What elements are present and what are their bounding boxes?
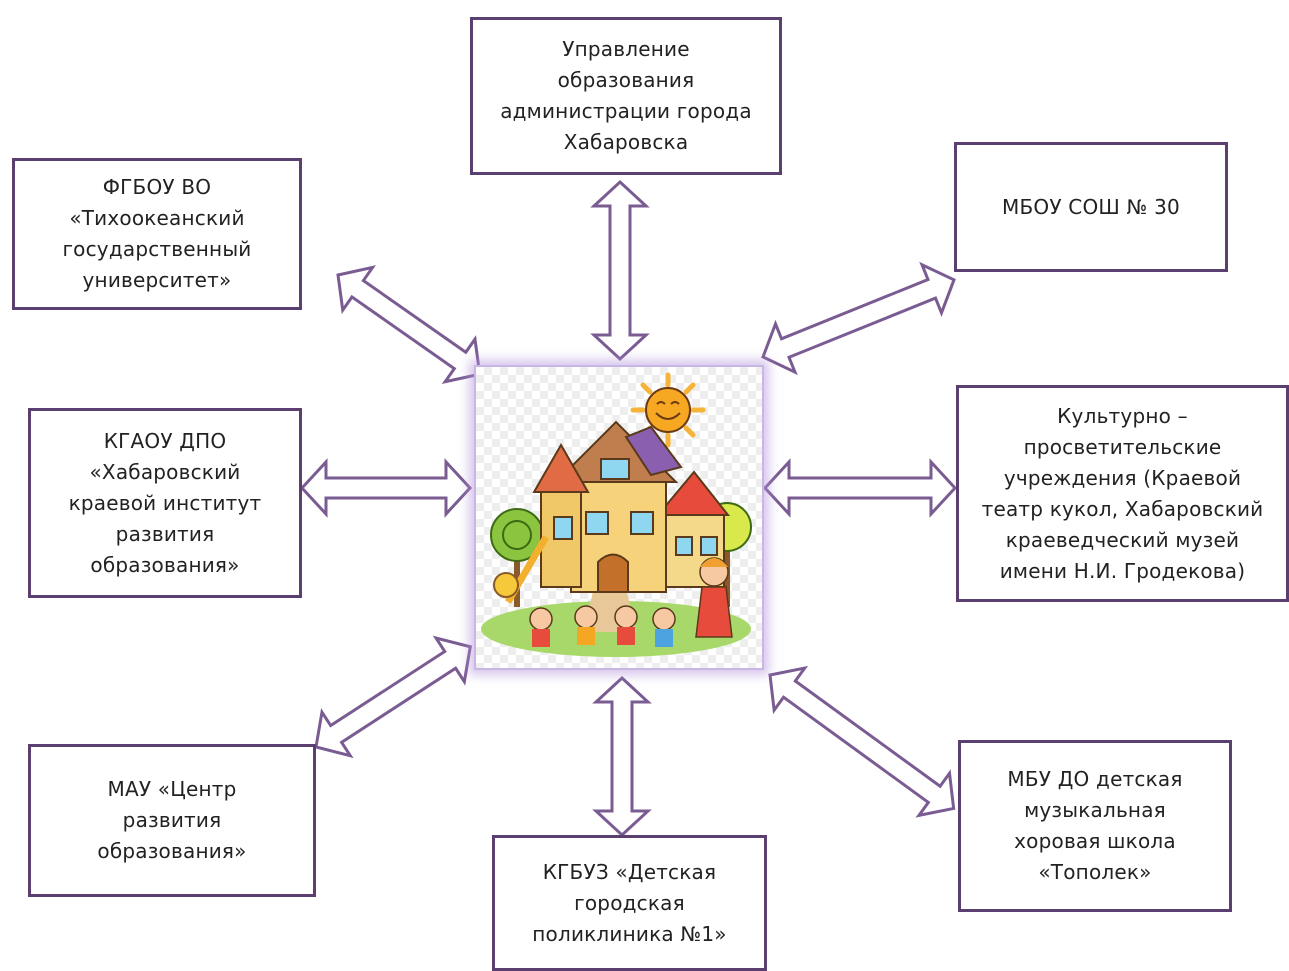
node-city-education-department: Управление образования администрации гор…: [470, 17, 782, 175]
node-label: МАУ «Центр развития образования»: [97, 777, 247, 863]
arrow-top: [590, 179, 650, 362]
node-label: Управление образования администрации гор…: [500, 37, 752, 154]
node-label: КГАОУ ДПО «Хабаровский краевой институт …: [68, 428, 262, 577]
node-children-polyclinic: КГБУЗ «Детская городская поликлиника №1»: [492, 835, 767, 971]
house-icon: [532, 420, 731, 593]
sun-icon: [630, 372, 706, 448]
node-music-choir-school: МБУ ДО детская музыкальная хоровая школа…: [958, 740, 1232, 912]
arrow-top-left: [336, 265, 482, 385]
kindergarten-house-illustration: [481, 372, 752, 657]
node-education-development-center: МАУ «Центр развития образования»: [28, 744, 316, 897]
center-image-frame: [474, 365, 764, 670]
arrow-bottom-right: [768, 665, 956, 818]
arrow-bottom: [592, 675, 652, 838]
node-label: МБОУ СОШ № 30: [1002, 194, 1180, 219]
node-school-30: МБОУ СОШ № 30: [954, 142, 1228, 272]
arrow-right: [762, 458, 958, 518]
node-label: ФГБОУ ВО «Тихоокеанский государственный …: [62, 175, 252, 292]
node-label: Культурно – просветительские учреждения …: [981, 403, 1264, 583]
children-icon: [529, 605, 676, 647]
arrow-top-right: [761, 261, 956, 376]
node-regional-education-institute: КГАОУ ДПО «Хабаровский краевой институт …: [28, 408, 302, 598]
node-label: КГБУЗ «Детская городская поликлиника №1»: [532, 859, 727, 946]
teacher-icon: [695, 557, 733, 638]
node-pacific-state-university: ФГБОУ ВО «Тихоокеанский государственный …: [12, 158, 302, 310]
arrow-bottom-left: [314, 635, 473, 759]
node-label: МБУ ДО детская музыкальная хоровая школа…: [1007, 767, 1183, 884]
node-cultural-institutions: Культурно – просветительские учреждения …: [956, 385, 1289, 602]
arrow-left: [299, 458, 473, 518]
